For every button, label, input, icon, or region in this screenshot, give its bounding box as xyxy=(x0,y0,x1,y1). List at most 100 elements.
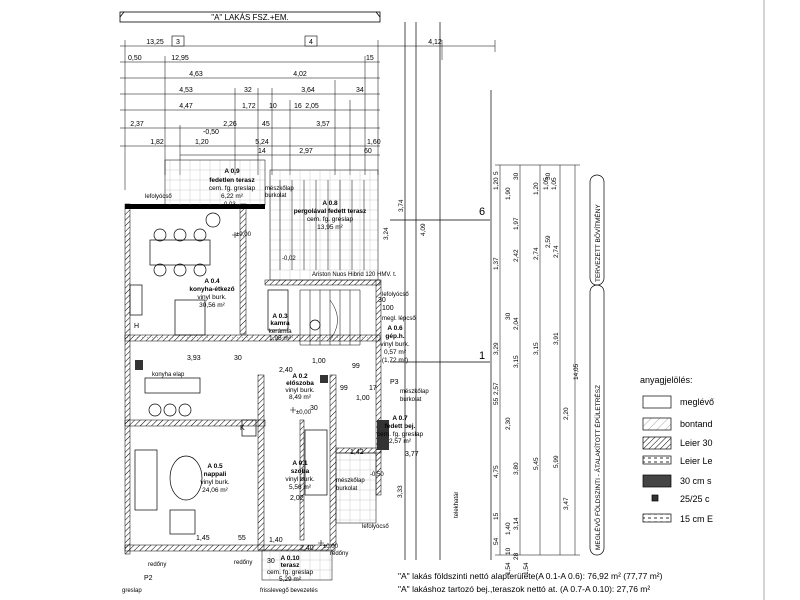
room-labels: A 0.9 fedetlen terasz cem. fg. greslap 6… xyxy=(189,168,423,583)
entry-arrows xyxy=(232,232,324,546)
dim-label: 10 xyxy=(269,103,277,110)
room-a01: A 0.1 szoba vinyl burk. 5,56 m² xyxy=(285,460,314,491)
dim-label: 1,40 xyxy=(269,537,283,544)
level-mark: ±0,00 xyxy=(236,232,252,238)
dim-label: 3,80 xyxy=(513,462,520,475)
room-area-extra: (1,72 m²) xyxy=(382,357,408,364)
section-mark: 3 xyxy=(176,39,180,46)
k-label: K xyxy=(240,425,245,432)
dim-label: 1,54 xyxy=(505,562,512,575)
legend-item: 15 cm E xyxy=(642,513,713,524)
note-meszkolap: mészkőlap xyxy=(265,186,294,192)
dim-label: 30 xyxy=(267,558,275,565)
dim-label: 12,95 xyxy=(171,55,189,62)
vertical-dim: 4,09 xyxy=(420,223,427,236)
room-a07: A 0.7 fedett bej. cem. fg. greslap 2,57 … xyxy=(377,415,424,445)
dim-label: 1,90 xyxy=(505,187,512,200)
dim-label: 1,05 xyxy=(551,177,558,190)
area-summary: "A" lakás földszinti nettó alapterülete(… xyxy=(398,571,663,594)
dim-label: 100 xyxy=(382,305,394,312)
dim-label: 4,47 xyxy=(179,103,193,110)
dim-label: 2,59 xyxy=(545,235,552,248)
note-meszkolap: mészkőlap xyxy=(336,478,365,484)
legend-item: bontand xyxy=(642,417,713,431)
dim-label: 14 xyxy=(258,148,266,155)
legend-label: meglévő xyxy=(680,397,714,407)
legend-swatch xyxy=(642,395,672,409)
p3-label: P3 xyxy=(390,379,399,386)
dim-label: 13,25 xyxy=(146,39,164,46)
dim-label: 3,15 xyxy=(533,342,540,355)
legend-item: 30 cm s xyxy=(642,474,712,488)
legend-item: Leier Le xyxy=(642,455,713,466)
room-area: 13,95 m² xyxy=(317,224,343,231)
room-a06: A 0.6 gép.h. vinyl burk. 0,57 m² (1,72 m… xyxy=(380,325,409,364)
dim-label: 55 xyxy=(493,397,500,405)
room-floor: vinyl burk. xyxy=(285,387,314,394)
drawing-title: "A" LAKÁS FSZ.+EM. xyxy=(119,11,381,23)
level-mark: ±0,00 xyxy=(296,410,312,416)
legend-label: 30 cm s xyxy=(680,476,712,486)
dim-label: 1,40 xyxy=(505,522,512,535)
dim-label: 30 xyxy=(505,312,512,320)
room-area: 6,22 m² xyxy=(221,193,244,200)
mid-dimension-labels: 3,93 30 2,40 99 1,00 1,42 3,77 30 100 1,… xyxy=(187,297,419,565)
room-id: A 0.5 xyxy=(207,463,223,470)
legend-swatch xyxy=(642,436,672,450)
note-burkolat: burkolat xyxy=(336,486,358,492)
dim-label: 3,64 xyxy=(301,87,315,94)
section-mark: 6 xyxy=(479,206,485,218)
dim-label: 1,20 xyxy=(195,139,209,146)
room-id: A 0.2 xyxy=(292,373,308,380)
room-name: gép.h. xyxy=(385,333,404,340)
dim-label: 34 xyxy=(356,87,364,94)
level-mark: -0,50 xyxy=(203,129,219,136)
room-floor: vinyl burk. xyxy=(285,476,314,483)
dim-label: 2,74 xyxy=(533,247,540,260)
dim-label: 2,26 xyxy=(223,121,237,128)
dim-label: 55 xyxy=(238,535,246,542)
room-area: 8,49 m² xyxy=(289,394,312,401)
plan-notes: lefolyócső mészkőlap burkolat lefolyócső… xyxy=(122,186,460,594)
right-dimension-columns xyxy=(495,164,580,556)
note-frissleveg: frisslevegő bevezetés xyxy=(260,588,318,594)
dim-label: 10 xyxy=(505,547,512,555)
vertical-banner-existing: MEGLÉVŐ FÖLDSZINTI - ÁTALAKÍTOTT ÉPÜLETR… xyxy=(589,284,605,556)
legend-title: anyagjelölés: xyxy=(640,375,693,385)
room-id: A 0.4 xyxy=(204,278,220,285)
dim-label: 2,74 xyxy=(553,245,560,258)
legend-swatch xyxy=(642,474,672,488)
note-lefolyocso: lefolyócső xyxy=(382,292,409,298)
room-name: előszoba xyxy=(286,380,314,387)
dim-label: 3,91 xyxy=(553,332,560,345)
dim-label: 1,42 xyxy=(350,449,364,456)
building-walls xyxy=(124,203,389,555)
legend-swatch xyxy=(642,417,672,431)
dim-label: 2,57 xyxy=(493,382,500,395)
room-name: konyha-étkező xyxy=(189,286,234,293)
dim-label: 2,40 xyxy=(300,545,314,552)
vertical-dim: 3,24 xyxy=(383,227,390,240)
banner-text: MEGLÉVŐ FÖLDSZINTI - ÁTALAKÍTOTT ÉPÜLETR… xyxy=(593,385,602,550)
dim-label: 3,47 xyxy=(563,497,570,510)
legend-swatch xyxy=(642,455,672,465)
dim-label: 30 xyxy=(378,297,386,304)
dim-label: 5,99 xyxy=(553,455,560,468)
right-dim-col3: 2,74 3,15 5,45 1,20 2,59 30 xyxy=(533,172,552,470)
vertical-dim: 3,74 xyxy=(398,199,405,212)
room-name: fedetlen terasz xyxy=(209,177,255,184)
dim-label: 1,45 xyxy=(196,535,210,542)
dim-label: 0,50 xyxy=(128,55,142,62)
room-name: fedett bej. xyxy=(385,423,416,430)
legend-label: Leier Le xyxy=(680,456,713,466)
dim-label: 2,02 xyxy=(290,495,304,502)
dim-label: 2,37 xyxy=(130,121,144,128)
room-a02: A 0.2 előszoba vinyl burk. 8,49 m² xyxy=(285,373,314,401)
dim-label: 5 xyxy=(493,171,500,175)
note-megl-lepcso: megl. lépcső xyxy=(382,316,416,322)
dim-label: 4,63 xyxy=(189,71,203,78)
note-ariston: Ariston Nuos Hibrid 120 HMV. t. xyxy=(312,272,397,278)
legend-swatch xyxy=(642,513,672,523)
material-legend: anyagjelölés: meglévő bontand Leier 30 L… xyxy=(640,375,714,524)
